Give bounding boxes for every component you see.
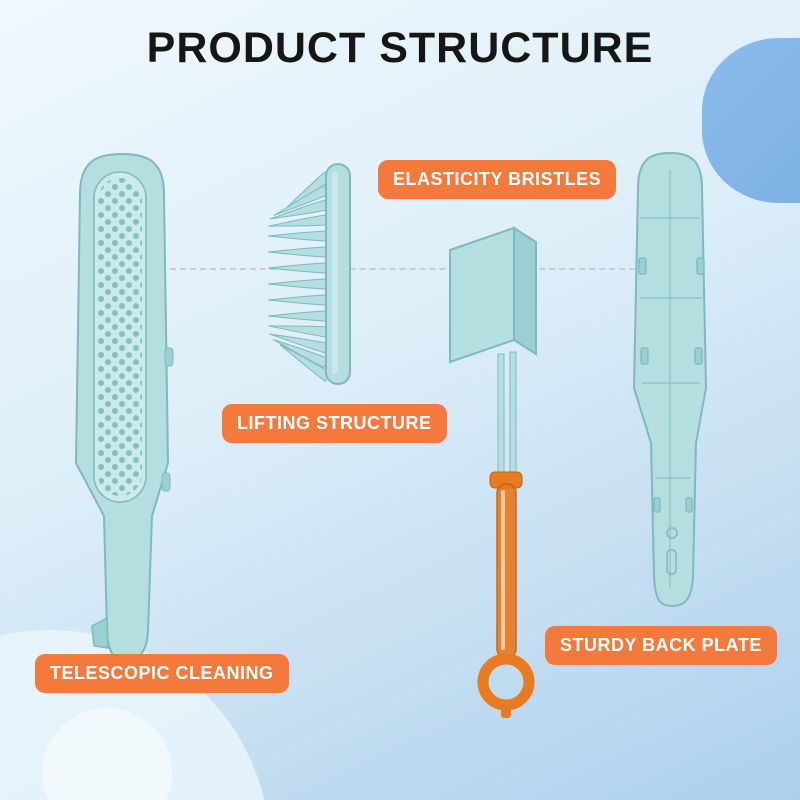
page-title: PRODUCT STRUCTURE	[146, 24, 654, 72]
push-plate	[449, 226, 537, 364]
decorative-circle-top-right	[702, 38, 800, 203]
label-lifting-structure: LIFTING STRUCTURE	[222, 404, 447, 443]
bristle-block-svg	[267, 163, 351, 385]
brush-hole-pattern	[98, 178, 142, 496]
label-sturdy-back-plate: STURDY BACK PLATE	[545, 626, 777, 665]
back-plate-slots	[638, 257, 705, 513]
connector-strips	[497, 351, 517, 477]
back-plate-seams	[640, 170, 702, 588]
label-telescopic-cleaning: TELESCOPIC CLEANING	[35, 654, 289, 693]
telescopic-rod-svg	[449, 226, 537, 718]
bristle-block-illustration	[246, 158, 366, 408]
label-elasticity-bristles: ELASTICITY BRISTLES	[378, 160, 617, 199]
brush-cleaning-latch	[91, 616, 109, 649]
rod-pull-ring	[477, 653, 535, 711]
back-plate-svg	[632, 151, 708, 608]
bristle-spikes	[267, 171, 332, 382]
bristle-spine-highlight	[332, 172, 338, 374]
exploded-view-connector-line	[150, 268, 675, 270]
back-plate-screw-hole	[666, 527, 678, 539]
back-plate-illustration	[616, 148, 726, 628]
full-brush-svg	[74, 152, 174, 662]
back-plate-bottom-slot	[666, 549, 677, 575]
telescopic-orange-rod	[477, 471, 535, 718]
telescopic-rod-illustration	[442, 222, 572, 722]
brush-head-face	[93, 171, 147, 503]
full-brush-illustration	[62, 148, 182, 668]
